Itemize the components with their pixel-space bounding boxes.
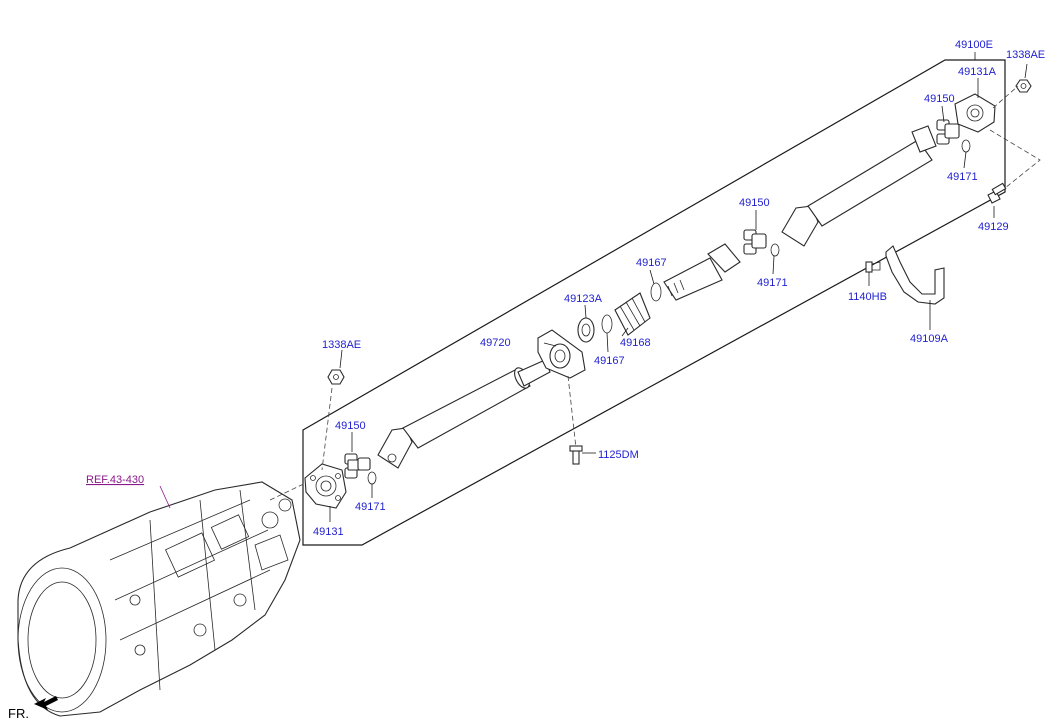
label-49100e: 49100E (955, 39, 993, 51)
label-49171-mid: 49171 (757, 277, 788, 289)
label-49150-left: 49150 (335, 420, 366, 432)
flange-yoke-rear (954, 93, 996, 133)
bearing-bolt-dashline (567, 375, 577, 449)
universal-joint-middle (743, 229, 767, 255)
clamp-ring-upper (650, 282, 662, 302)
label-49720: 49720 (480, 337, 511, 349)
clamp-ring-lower (601, 314, 613, 334)
label-49131: 49131 (313, 526, 344, 538)
nut-left-dashline (321, 387, 333, 471)
heat-protector-bracket (885, 245, 945, 305)
label-49167-bot: 49167 (594, 355, 625, 367)
nut-left (327, 369, 345, 385)
transmission-housing (17, 481, 301, 717)
flange-dashline-bolt (989, 129, 1041, 193)
front-label: FR. (8, 706, 29, 721)
label-1125dm: 1125DM (598, 449, 639, 461)
label-49171-left: 49171 (355, 501, 386, 513)
snap-ring-top (961, 139, 971, 153)
snap-ring-left (367, 471, 377, 485)
label-49167-top: 49167 (636, 257, 667, 269)
rear-shaft-tube (781, 125, 937, 247)
snap-ring-middle (770, 243, 780, 257)
bolt-1125dm (569, 445, 583, 465)
universal-joint-left (344, 453, 371, 479)
label-49171-top: 49171 (947, 171, 978, 183)
universal-joint-top (936, 119, 960, 145)
flange-yoke-front (304, 463, 347, 509)
center-support-bearing (537, 329, 586, 379)
label-49109a: 49109A (910, 333, 949, 345)
assembly-frame (302, 59, 1006, 546)
slip-yoke-shaft (663, 243, 741, 301)
label-1140hb: 1140HB (848, 291, 887, 303)
dust-washer (577, 317, 595, 343)
label-49168: 49168 (620, 337, 651, 349)
label-1338ae-left: 1338AE (322, 339, 361, 351)
rubber-boot (614, 292, 651, 336)
label-49150-mid: 49150 (739, 197, 770, 209)
label-49129: 49129 (978, 221, 1009, 233)
front-arrow-icon (34, 696, 58, 710)
label-1338ae-top: 1338AE (1006, 49, 1045, 61)
front-shaft-tube (377, 359, 551, 469)
bolt-49129 (987, 182, 1007, 204)
label-49123a: 49123A (564, 293, 603, 305)
bolt-1140hb (865, 261, 881, 273)
label-49150-top: 49150 (924, 93, 955, 105)
reference-link[interactable]: REF.43-430 (86, 474, 144, 486)
flange-dashline-top (992, 85, 1019, 109)
nut-top (1015, 79, 1032, 93)
label-49131a: 49131A (958, 66, 997, 78)
leader-lines (159, 52, 1028, 522)
front-direction-indicator: FR. (8, 696, 58, 721)
